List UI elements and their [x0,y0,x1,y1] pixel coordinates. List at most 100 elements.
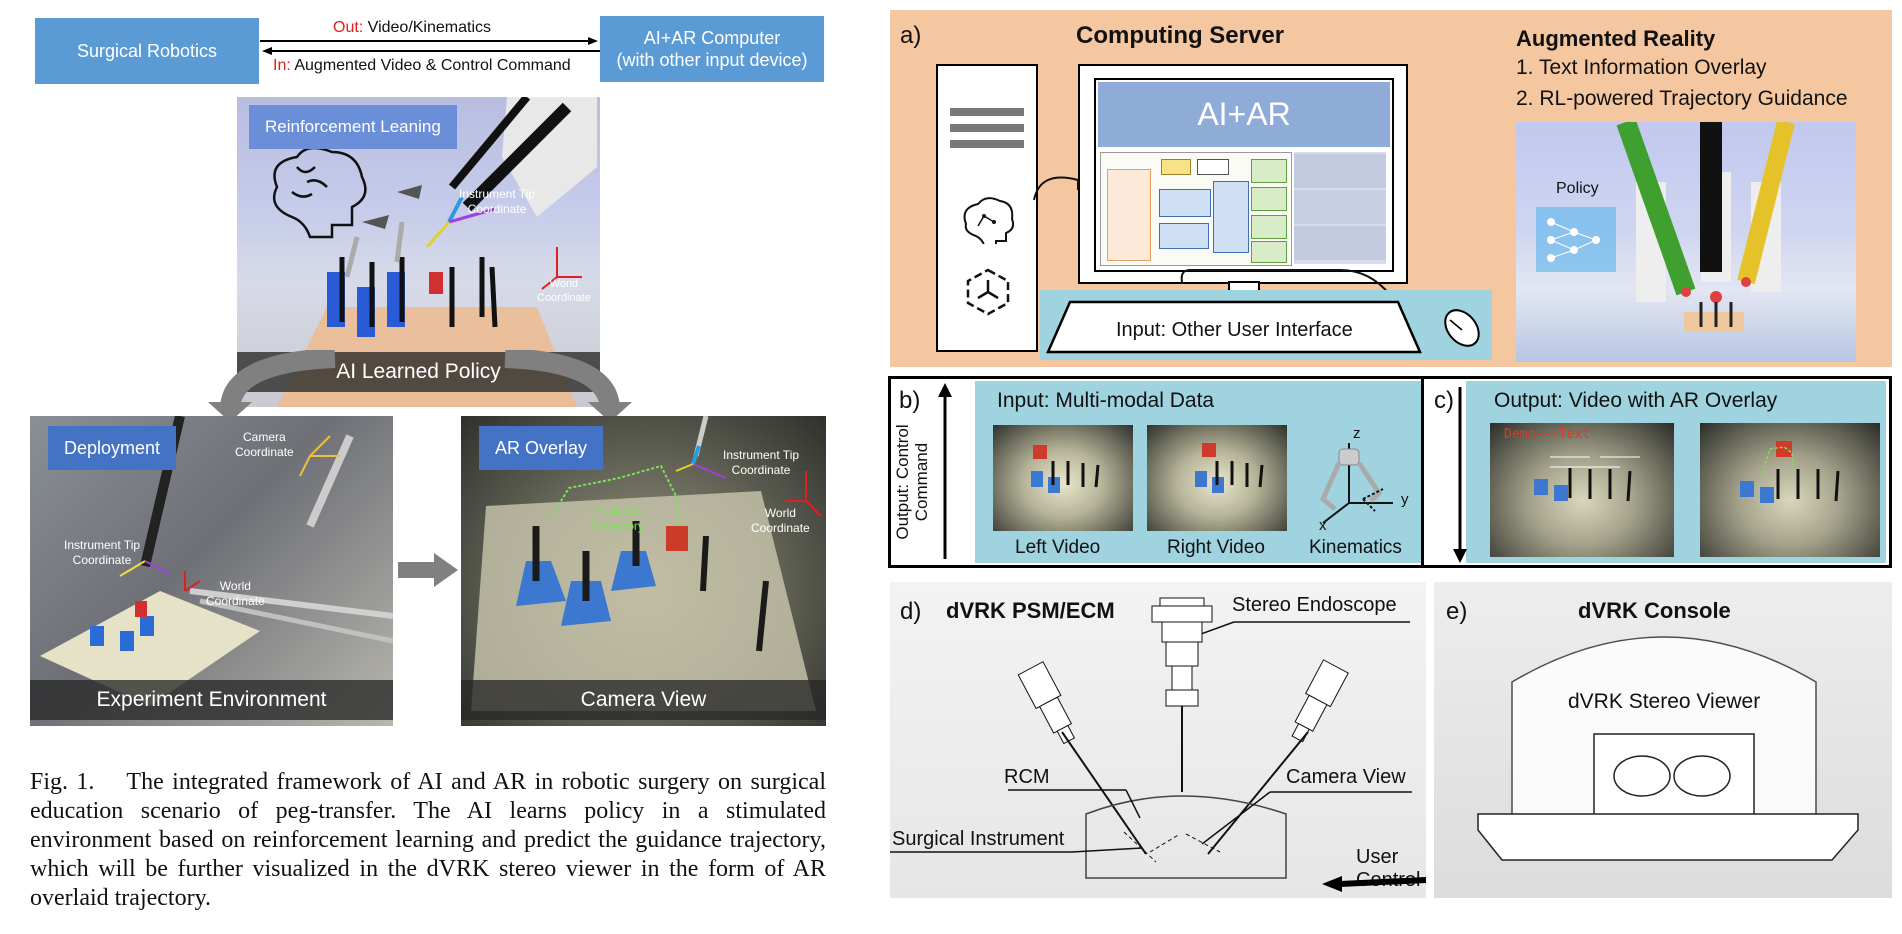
rl-world-line1: World [549,278,579,290]
panel-a-letter: a) [900,22,922,49]
panel-b: b) Output: Control Command Input: Multi-… [888,376,1424,568]
stereo-endoscope-label: Stereo Endoscope [1232,594,1397,616]
control-side-label: Output: Control Command [893,407,931,557]
figure-caption: Fig. 1. The integrated framework of AI a… [30,769,826,911]
in-prefix: In: [273,57,291,74]
curved-arrows [208,350,632,420]
mouse-icon [1444,309,1480,347]
exp-tip-label: Instrument Tip Coordinate [64,538,140,568]
out-text: Video/Kinematics [363,19,492,36]
panel-c-title: Output: Video with AR Overlay [1494,389,1778,412]
ar-item-1: 1. Text Information Overlay [1516,56,1767,79]
experiment-bar-label: Experiment Environment [96,688,327,711]
axis-x-label: x [1319,517,1327,534]
experiment-tag: Deployment [48,426,177,470]
cam-pred-line1: Predicted [592,504,643,518]
left-video-label: Left Video [1015,537,1101,558]
exp-tip-line2: Coordinate [72,553,132,567]
exp-world-line2: Coordinate [206,594,265,608]
surgical-instrument-label: Surgical Instrument [892,828,1065,850]
rcm-label: RCM [1004,766,1050,788]
viewer-label: dVRK Stereo Viewer [1568,690,1761,713]
panel-b-title: Input: Multi-modal Data [997,389,1215,412]
cam-world-line1: World [764,506,796,520]
rl-tip-label: Instrument Tip Coordinate [459,187,535,217]
kinematics-label: Kinematics [1309,537,1402,558]
camera-view-bar-label: Camera View [580,688,707,711]
out-label: Out: Video/Kinematics [333,19,491,37]
server-tower [936,64,1038,352]
screen-thumbnails [1294,152,1386,264]
experiment-scene [40,416,393,706]
panel-e-title: dVRK Console [1578,598,1731,623]
rl-world-label: World Coordinate [537,277,591,305]
panel-a-title: Computing Server [1076,22,1285,49]
camera-view-photo: AR Overlay Instrument Tip Coordinate Pre… [461,416,826,726]
axis-z-label: z [1353,425,1361,442]
exp-world-line1: World [219,579,251,593]
ar-item-2: 2. RL-powered Trajectory Guidance [1516,87,1848,110]
rl-simulation-image: Reinforcement Leaning Instrument Tip Coo… [237,97,600,407]
output-arrow [1453,387,1467,563]
experiment-tag-label: Deployment [64,437,161,458]
surgical-robotics-label: Surgical Robotics [76,40,218,61]
experiment-photo: Deployment Camera Coordinate Instrument … [30,416,393,726]
panel-e: e) dVRK Console dVRK Stereo Viewer [1434,582,1892,898]
exp-world-label: World Coordinate [206,579,265,609]
exp-tip-line1: Instrument Tip [64,538,141,552]
ar-overlay-text: Demo---Text [1504,427,1591,442]
monitor: AI+AR [1078,64,1408,284]
panel-b-letter: b) [899,387,921,414]
in-label: In: Augmented Video & Control Command [273,57,571,75]
rl-tip-line2: Coordinate [467,202,527,216]
ar-output-video-right [1700,423,1880,557]
ar-sim-image: Policy [1516,122,1856,362]
cube-ar-icon [966,268,1010,316]
panel-c-letter: c) [1434,387,1454,414]
axis-y-label: y [1401,491,1409,508]
screen-diagram [1100,152,1292,266]
cam-tip-line1: Instrument Tip [723,448,800,462]
cam-tip-label: Instrument Tip Coordinate [723,448,799,478]
rl-bar-label: AI Learned Policy [336,360,501,383]
ar-sim-scene [1536,122,1795,332]
screen-title: AI+AR [1197,96,1291,132]
policy-label: Policy [1556,180,1599,197]
camera-view-bar: Camera View [461,680,826,720]
ai-ar-computer-box: AI+AR Computer (with other input device) [600,16,824,82]
left-video [993,425,1133,531]
out-prefix: Out: [333,19,364,36]
cam-pred-line2: Trajectory [591,519,644,533]
ai-ar-computer-sublabel: (with other input device) [616,50,808,70]
panel-e-letter: e) [1446,598,1468,625]
brain-icon [272,146,367,239]
camera-scene [471,416,822,711]
kinematics-icon [1319,443,1393,524]
experiment-bar: Experiment Environment [30,680,393,720]
ar-output-video-left: Demo---Text [1490,423,1674,557]
ai-ar-computer-label: AI+AR Computer [643,28,781,48]
surgical-robotics-box: Surgical Robotics [35,18,259,84]
in-text: Augmented Video & Control Command [290,57,571,74]
cam-world-line2: Coordinate [751,521,810,535]
console-drawing [1477,636,1859,861]
rl-world-line2: Coordinate [537,292,591,304]
input-label: Input: Other User Interface [1116,319,1353,341]
user-control-arrow [1322,876,1426,892]
panel-a: a) Computing Server AI+AR [890,10,1892,367]
panel-c: c) Output: Video with AR Overlay Demo---… [1424,376,1892,568]
right-video [1147,425,1287,531]
comm-arrows [260,37,600,55]
control-side-line2: Command [912,442,931,522]
rl-tag: Reinforcement Leaning [249,105,457,149]
cam-pred-label: Predicted Trajectory [591,504,644,534]
screen-header: AI+AR [1098,82,1390,147]
ar-title: Augmented Reality [1516,26,1716,51]
rl-tip-line1: Instrument Tip [459,187,536,201]
keyboard [1046,300,1422,354]
exp-camera-label: Camera Coordinate [235,430,294,460]
ar-overlay-tag: AR Overlay [479,426,604,470]
exp-camera-line2: Coordinate [235,445,294,459]
psm-ecm-drawing [890,597,1412,879]
exp-camera-line1: Camera [243,430,286,444]
